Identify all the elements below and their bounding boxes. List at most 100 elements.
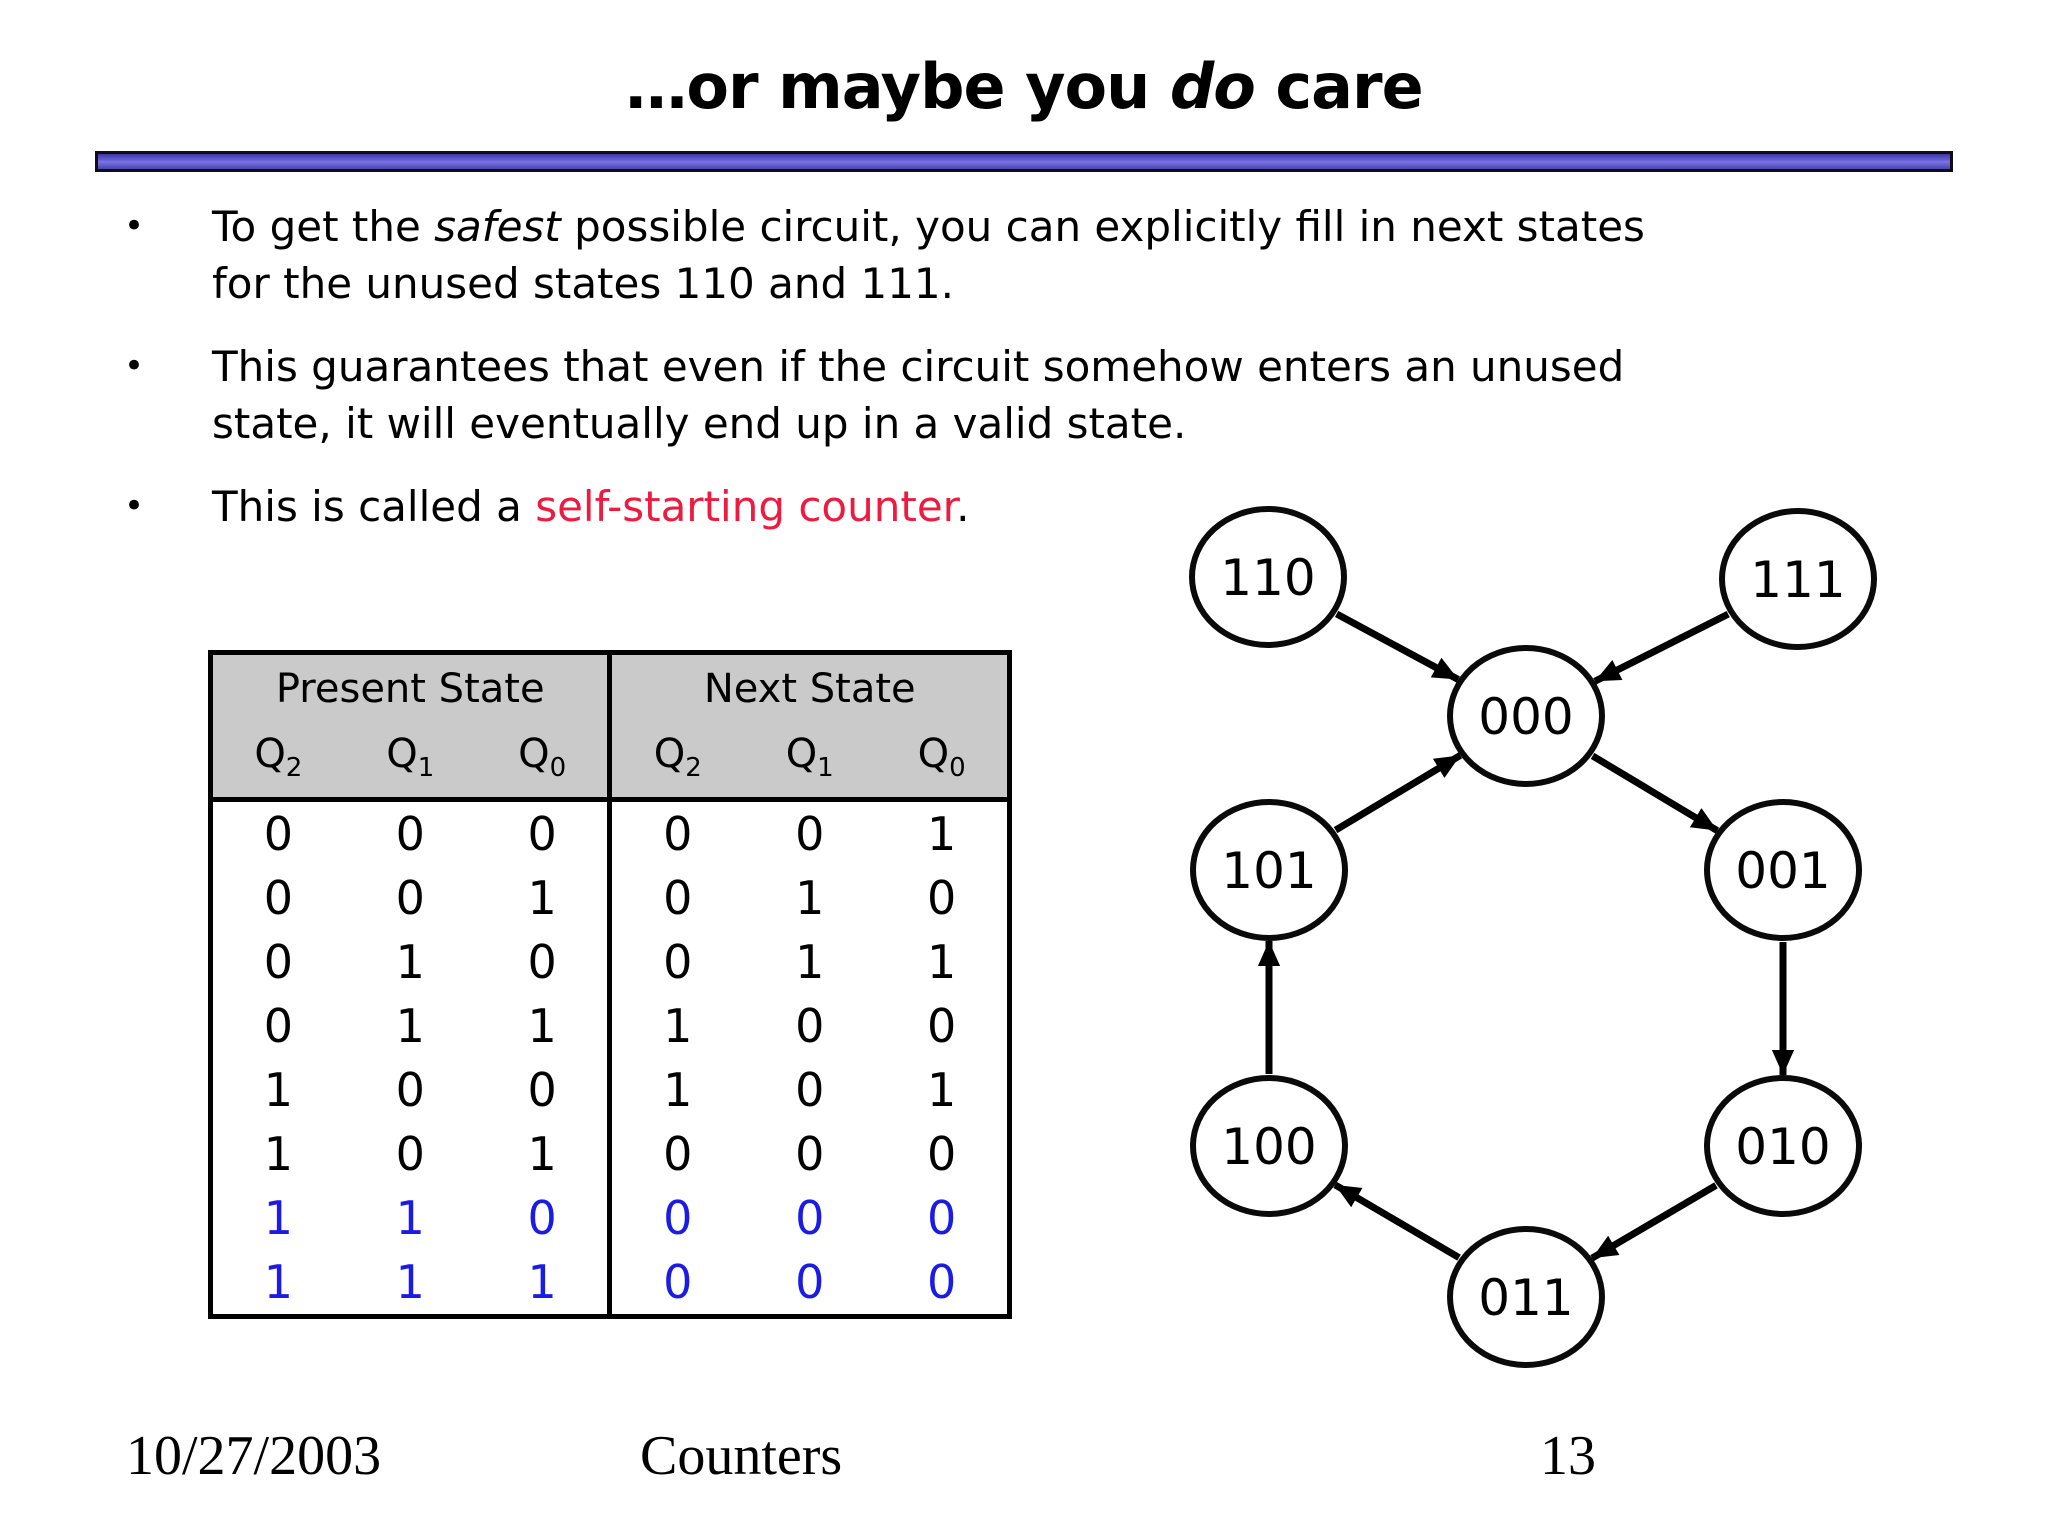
state-bit-cell: 0 xyxy=(395,807,425,861)
state-bit-cell: 0 xyxy=(263,935,293,989)
state-node-label: 010 xyxy=(1735,1118,1830,1176)
subscript: 2 xyxy=(685,753,702,783)
page-title: …or maybe you do care xyxy=(0,50,2048,123)
state-bit-cell: 0 xyxy=(927,871,957,925)
column-header-present-q0: Q0 xyxy=(476,717,610,802)
state-node-010: 010 xyxy=(1704,1075,1862,1217)
subscript: 1 xyxy=(417,753,435,783)
column-header-next-q1: Q1 xyxy=(743,717,877,802)
state-bit-cell: 0 xyxy=(795,999,825,1053)
state-bit-cell: 0 xyxy=(263,999,293,1053)
state-bit-cell: 0 xyxy=(527,1063,557,1117)
state-bit-cell: 1 xyxy=(263,1127,293,1181)
state-bit-cell: 1 xyxy=(927,807,957,861)
bullet-segment: This is called a xyxy=(212,482,536,531)
bullet-item-3: •This is called a self-starting counter. xyxy=(118,478,1918,535)
footer-section-label: Counters xyxy=(640,1425,843,1487)
state-node-label: 001 xyxy=(1735,842,1830,900)
state-node-circle xyxy=(1447,1226,1605,1368)
state-bit-cell: 0 xyxy=(527,935,557,989)
bullet-line: To get the safest possible circuit, you … xyxy=(212,198,1645,255)
title-segment-italic: do xyxy=(1169,50,1256,123)
column-header-next-q0: Q0 xyxy=(876,717,1010,802)
transition-arrow-101-000 xyxy=(1333,752,1463,834)
column-header-present-q2: Q2 xyxy=(210,717,344,802)
bullet-list: • To get the safest possible circuit, you… xyxy=(118,198,1918,561)
state-node-label: 101 xyxy=(1221,842,1316,900)
bullet-segment: for the unused states 110 and 111. xyxy=(212,259,954,308)
state-bit-cell: 0 xyxy=(395,871,425,925)
state-bit-cell: 0 xyxy=(607,866,744,930)
transition-arrow-010-011 xyxy=(1590,1182,1718,1262)
state-bit-cell: 0 xyxy=(795,1127,825,1181)
state-node-101: 101 xyxy=(1190,799,1348,941)
state-node-circle xyxy=(1447,645,1605,787)
bullet-segment: self-starting counter xyxy=(535,482,957,531)
bullet-segment: . xyxy=(956,482,970,531)
state-bit-cell: 1 xyxy=(927,935,957,989)
bullet-line: This is called a self-starting counter. xyxy=(212,478,969,535)
state-bit-cell: 0 xyxy=(795,1063,825,1117)
state-node-circle xyxy=(1704,799,1862,941)
subscript: 0 xyxy=(549,753,567,783)
transition-arrow-000-001 xyxy=(1590,752,1720,834)
state-bit-cell: 0 xyxy=(395,1127,425,1181)
bullet-item-2: • This guarantees that even if the circui… xyxy=(118,338,1918,452)
bullet-text: To get the safest possible circuit, you … xyxy=(212,198,1645,312)
state-node-001: 001 xyxy=(1704,799,1862,941)
state-bit-cell: 1 xyxy=(263,1255,293,1309)
state-bit-cell: 0 xyxy=(607,799,744,866)
state-bit-cell: 1 xyxy=(795,935,825,989)
bullet-segment: To get the xyxy=(212,202,435,251)
state-bit-cell: 0 xyxy=(607,930,744,994)
next-state-header: Next State xyxy=(607,652,1010,717)
state-bit-cell: 0 xyxy=(395,1063,425,1117)
state-bit-cell: 0 xyxy=(263,871,293,925)
state-bit-cell: 1 xyxy=(527,999,557,1053)
footer-date: 10/27/2003 xyxy=(126,1425,382,1487)
subscript: 2 xyxy=(285,753,303,783)
state-node-circle xyxy=(1704,1075,1862,1217)
state-bit-cell: 1 xyxy=(395,1191,425,1245)
state-bit-cell: 0 xyxy=(795,1255,825,1309)
state-node-label: 100 xyxy=(1221,1118,1316,1176)
state-bit-cell: 0 xyxy=(927,1255,957,1309)
state-bit-cell: 0 xyxy=(607,1122,744,1186)
state-bit-cell: 1 xyxy=(395,935,425,989)
state-bit-cell: 1 xyxy=(607,1058,744,1122)
bullet-item-1: • To get the safest possible circuit, you… xyxy=(118,198,1918,312)
transition-arrow-110-000 xyxy=(1334,610,1460,683)
state-bit-cell: 1 xyxy=(263,1191,293,1245)
footer-page-number: 13 xyxy=(1540,1425,1596,1487)
state-node-circle xyxy=(1190,1075,1348,1217)
title-underline-bar xyxy=(95,151,1953,172)
state-bit-cell: 1 xyxy=(527,1127,557,1181)
bullet-line: for the unused states 110 and 111. xyxy=(212,255,1645,312)
state-bit-cell: 0 xyxy=(527,1191,557,1245)
bullet-segment: This guarantees that even if the circuit… xyxy=(212,342,1625,391)
state-node-000: 000 xyxy=(1447,645,1605,787)
state-bit-cell: 0 xyxy=(263,807,293,861)
bullet-segment: possible circuit, you can explicitly fil… xyxy=(560,202,1645,251)
bullet-line: state, it will eventually end up in a va… xyxy=(212,395,1624,452)
bullet-marker: • xyxy=(124,206,145,246)
state-bit-cell: 0 xyxy=(795,1191,825,1245)
bullet-line: This guarantees that even if the circuit… xyxy=(212,338,1624,395)
bullet-segment: state, it will eventually end up in a va… xyxy=(212,399,1187,448)
state-bit-cell: 0 xyxy=(607,1250,744,1317)
state-bit-cell: 0 xyxy=(927,1127,957,1181)
subscript: 1 xyxy=(817,753,834,783)
state-bit-cell: 1 xyxy=(795,871,825,925)
title-segment: …or maybe you xyxy=(625,50,1170,123)
bullet-marker: • xyxy=(124,346,145,386)
state-bit-cell: 1 xyxy=(527,871,557,925)
state-bit-cell: 0 xyxy=(927,1191,957,1245)
state-bit-cell: 1 xyxy=(927,1063,957,1117)
